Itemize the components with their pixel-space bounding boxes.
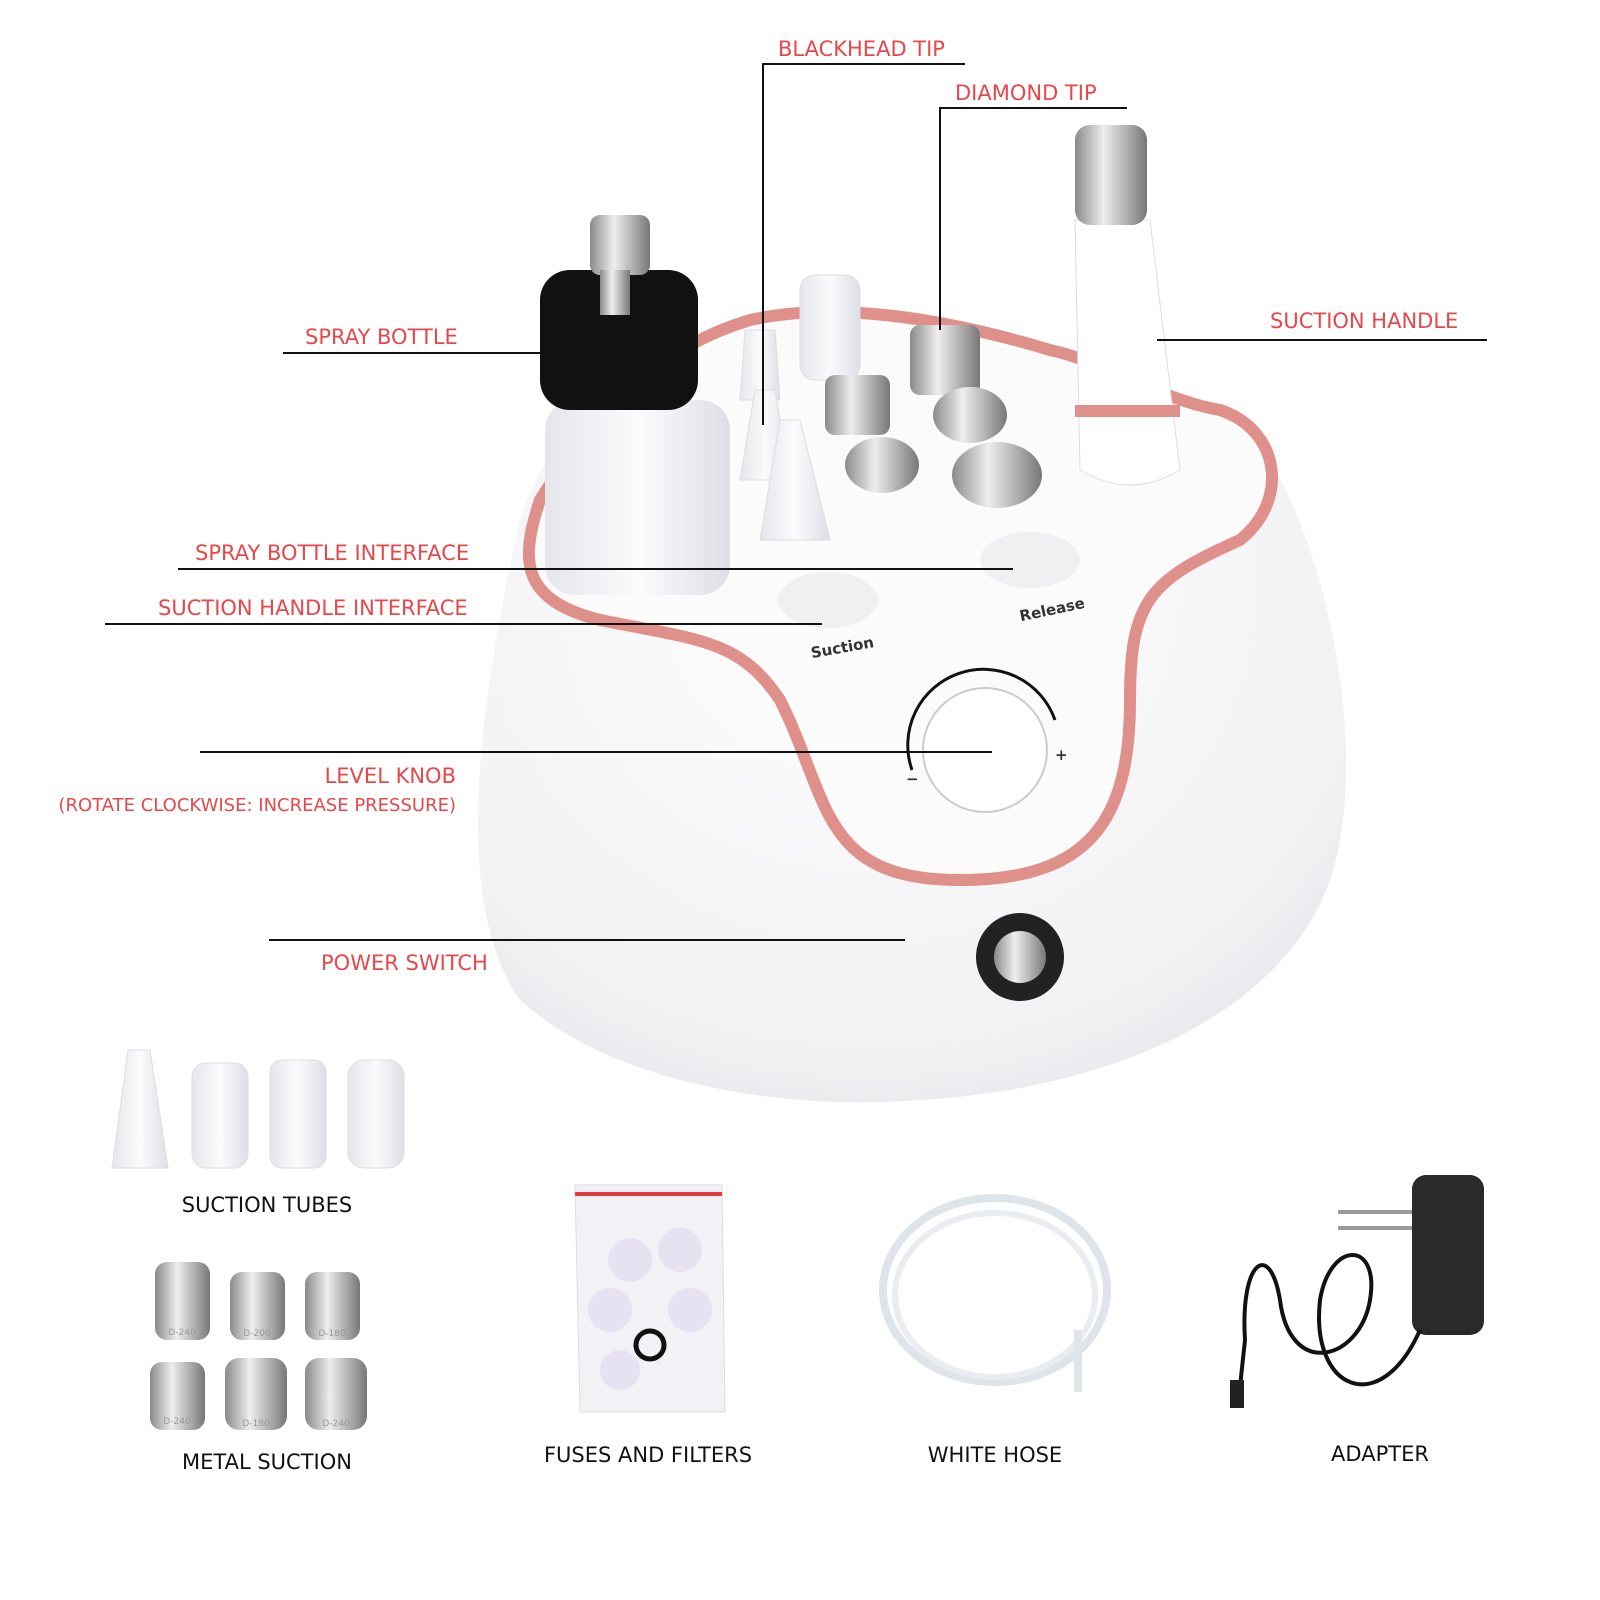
label-fuses-and-filters: FUSES AND FILTERS: [544, 1443, 752, 1467]
engraving: D-200: [243, 1329, 271, 1339]
release-port: [980, 532, 1080, 588]
label-spray-bottle-interface: SPRAY BOTTLE INTERFACE: [195, 541, 469, 565]
leader-lines: [105, 63, 1487, 941]
label-blackhead-tip: BLACKHEAD TIP: [778, 37, 945, 61]
white-hose-image: [879, 1194, 1111, 1392]
knob-minus-marking: −: [906, 770, 919, 788]
label-level-knob-note: (ROTATE CLOCKWISE: INCREASE PRESSURE): [58, 795, 456, 816]
engraving: D-180: [242, 1419, 270, 1429]
spray-bottle: [540, 215, 730, 595]
engraving: D-240: [322, 1419, 350, 1429]
engraving: D-240: [168, 1328, 196, 1338]
label-power-switch: POWER SWITCH: [321, 951, 488, 975]
engraving: D-180: [318, 1329, 346, 1339]
blackhead-tips: [739, 274, 861, 541]
suction-tubes-image: [111, 1049, 405, 1169]
engraving: D-240: [163, 1417, 191, 1427]
suction-port: [778, 572, 878, 628]
adapter-image: [1230, 1175, 1484, 1408]
label-suction-tubes: SUCTION TUBES: [182, 1193, 353, 1217]
metal-suction-image: D-240 D-200 D-180 D-240 D-180 D-240: [150, 1262, 367, 1430]
label-level-knob: LEVEL KNOB: [325, 764, 456, 788]
level-knob[interactable]: + −: [906, 667, 1068, 813]
label-suction-handle: SUCTION HANDLE: [1270, 309, 1458, 333]
fuses-filters-image: [574, 1184, 726, 1413]
suction-handle: [1074, 125, 1181, 486]
label-white-hose: WHITE HOSE: [928, 1443, 1062, 1467]
label-spray-bottle: SPRAY BOTTLE: [305, 325, 458, 349]
power-switch[interactable]: [976, 913, 1064, 1001]
label-suction-handle-interface: SUCTION HANDLE INTERFACE: [158, 596, 468, 620]
diamond-tips: [825, 325, 1042, 508]
label-metal-suction: METAL SUCTION: [182, 1450, 352, 1474]
label-diamond-tip: DIAMOND TIP: [955, 81, 1097, 105]
label-adapter: ADAPTER: [1331, 1442, 1429, 1466]
knob-plus-marking: +: [1055, 746, 1068, 764]
